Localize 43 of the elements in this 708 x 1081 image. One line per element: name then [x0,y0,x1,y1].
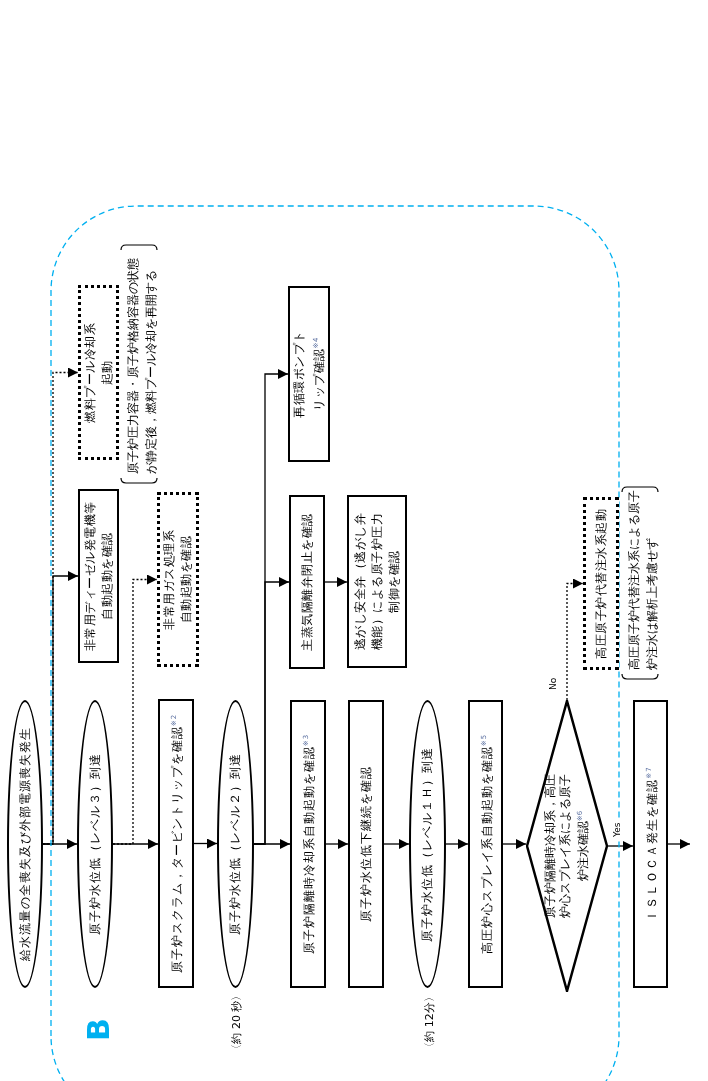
step-text: 逃がし安全弁（逃がし弁機能）による原子炉圧力制御を確認 [351,511,402,652]
time-note: 〈約 20 秒〉 [229,989,244,1055]
step-text: 非常用ガス処理系自動起動を確認 [161,528,194,632]
arrow [502,839,527,849]
event-text: 原子炉水位低（レベル１Ｈ）到達 [419,745,435,944]
arrow [445,839,469,849]
edge-label: No [548,676,558,691]
arrow [667,839,691,849]
decision-diamond [526,700,608,992]
process-box [347,495,407,668]
note-text: 原子炉圧力容器・原子炉格納容器の状態が静定後，燃料プール冷却を再開する [125,257,159,474]
event-text: 給水流量の全喪失及び外部電源喪失発生 [16,726,33,963]
process-box [288,286,330,462]
process-box [290,700,326,988]
edge-label: Yes [612,821,622,838]
dotted-process-box [157,492,199,667]
process-box [348,700,384,988]
arrow [193,838,218,849]
step-text: 高圧原子炉代替注水系起動 [592,507,609,661]
event-text: 原子炉水位低（レベル３）到達 [86,752,103,937]
arrow [42,367,79,845]
arrow [42,571,79,845]
arrow [324,577,348,587]
process-box [158,699,194,988]
event-text: 原子炉水位低（レベル２）到達 [227,752,243,937]
arrow [383,839,410,849]
note-text: 高圧原子炉代替注水系による原子炉注水は解析上考慮せず [626,490,660,670]
group-letter: B [84,1018,114,1041]
step-text: 主蒸気隔離弁閉止を確認 [298,512,315,653]
step-text: 非常用ディーゼル発電機等自動起動を確認 [81,501,115,651]
process-box [78,489,119,663]
process-box [633,700,668,988]
arrow [112,574,158,845]
arrow [607,841,634,851]
arrow [253,369,289,845]
arrow [325,839,349,849]
arrow [112,839,159,849]
arrow [566,578,584,701]
step-text: 原子炉水位低下継続を確認 [357,765,374,924]
process-box [468,700,503,988]
time-note: 〈約 12分〉 [422,990,437,1055]
step-text: 燃料プール冷却系起動 [81,321,115,425]
process-box [289,495,325,669]
